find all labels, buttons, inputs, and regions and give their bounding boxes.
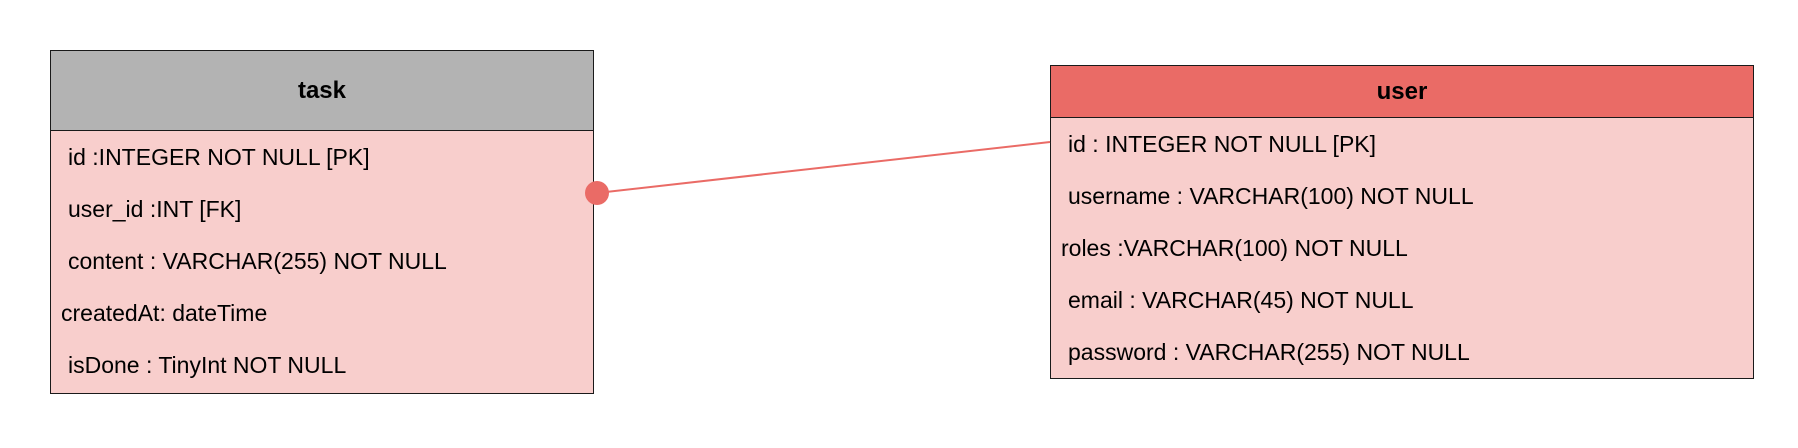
task-field-created-at: createdAt: dateTime [61, 300, 268, 326]
user-entity[interactable]: user id : INTEGER NOT NULL [PK] username… [1050, 65, 1754, 379]
user-entity-title: user [1051, 66, 1753, 118]
user-field-username: username : VARCHAR(100) NOT NULL [1068, 183, 1474, 209]
task-field-content: content : VARCHAR(255) NOT NULL [68, 248, 447, 274]
task-entity-title: task [51, 51, 593, 131]
relationship-endpoint-dot [585, 181, 609, 205]
task-field-is-done: isDone : TinyInt NOT NULL [68, 352, 347, 378]
task-field-user-id: user_id :INT [FK] [68, 196, 242, 222]
task-entity[interactable]: task id :INTEGER NOT NULL [PK] user_id :… [50, 50, 594, 394]
user-field-email: email : VARCHAR(45) NOT NULL [1068, 287, 1414, 313]
user-field-id: id : INTEGER NOT NULL [PK] [1068, 131, 1377, 157]
task-field-id: id :INTEGER NOT NULL [PK] [68, 144, 370, 170]
relationship-line[interactable] [596, 141, 1051, 194]
user-field-password: password : VARCHAR(255) NOT NULL [1068, 339, 1470, 365]
user-field-roles: roles :VARCHAR(100) NOT NULL [1061, 235, 1408, 261]
